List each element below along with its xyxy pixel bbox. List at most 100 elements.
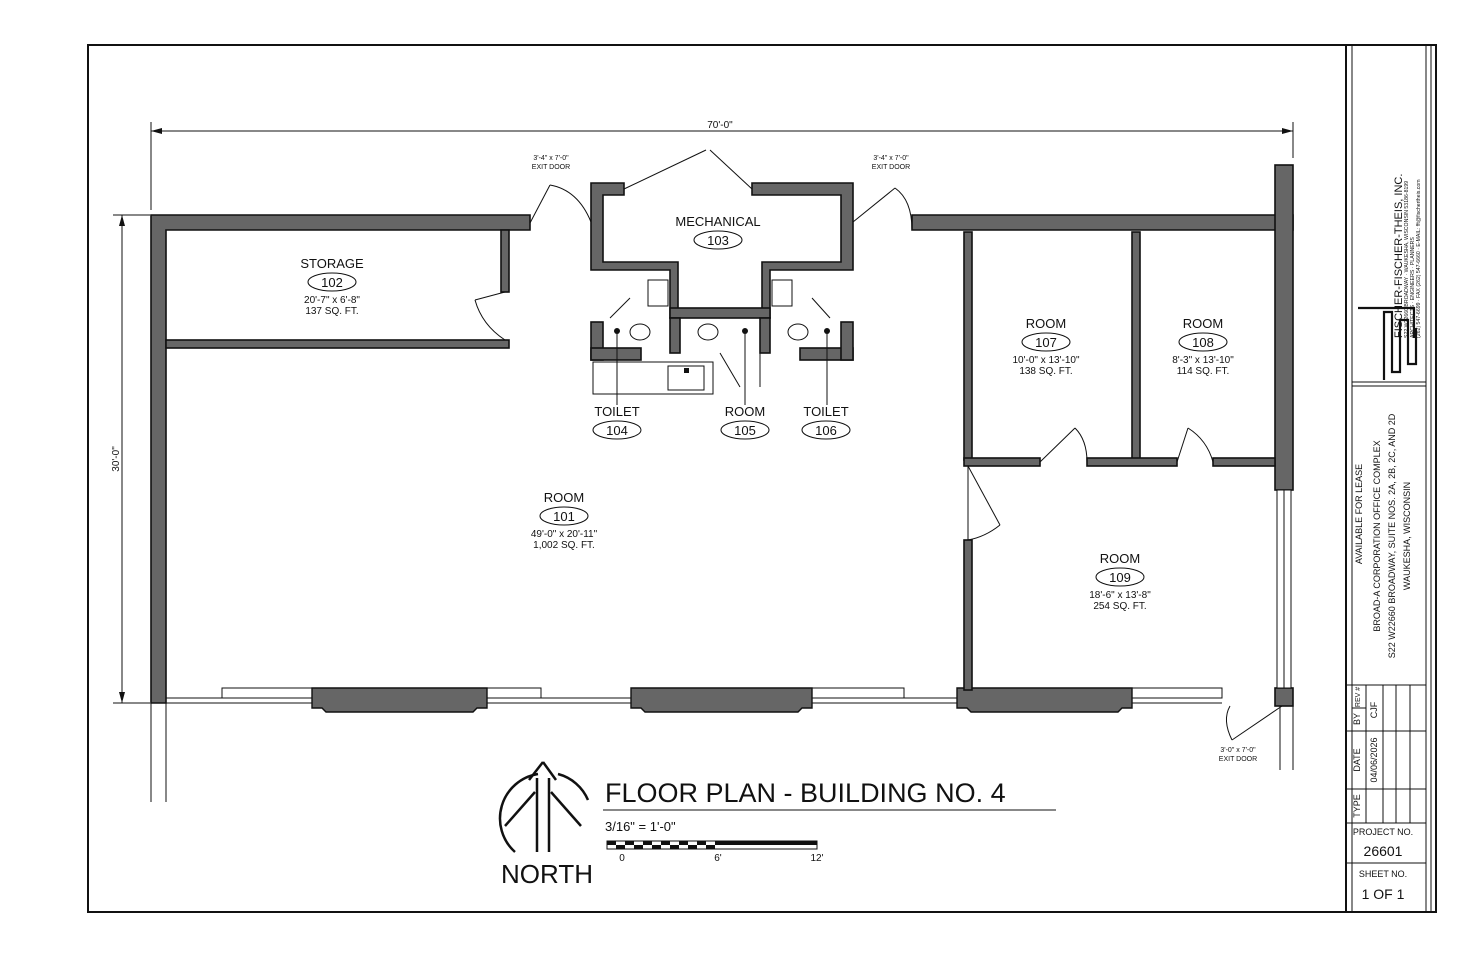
room-name: ROOM	[1100, 551, 1140, 566]
firm-roles: ARCHITECTS · ENGINEERS · PLANNERS	[1410, 237, 1416, 338]
room-number: 104	[606, 423, 628, 438]
rev-header-rev: REV #	[1355, 687, 1362, 707]
room-number-oval	[539, 506, 589, 526]
room-name: TOILET	[803, 404, 848, 419]
rev-date: 04/06/2026	[1369, 737, 1379, 782]
room-number-oval	[1021, 332, 1071, 352]
mechanical-double-door[interactable]	[623, 149, 753, 190]
depth-dimension-label: 30'-0"	[111, 446, 122, 472]
north-label: NORTH	[501, 859, 593, 889]
bottom-exit-size: 3'-0" x 7'-0"	[1220, 747, 1256, 754]
room-name: ROOM	[1183, 316, 1223, 331]
room-name: ROOM	[1026, 316, 1066, 331]
mechanical-core	[590, 182, 854, 361]
project-no: 26601	[1364, 843, 1403, 859]
room-size: 49'-0" x 20'-11"	[531, 529, 598, 540]
bottom-exit-label: EXIT DOOR	[1219, 756, 1257, 763]
rev-header-type: TYPE	[1352, 794, 1362, 818]
room-size: 20'-7" x 6'-8"	[304, 295, 360, 306]
room-tag-101: ROOM 101 49'-0" x 20'-11"1,002 SQ. FT.	[531, 490, 598, 551]
room-size: 8'-3" x 13'-10"	[1172, 355, 1234, 366]
scale-tick-6: 6'	[714, 853, 722, 864]
room-size: 18'-6" x 13'-8"	[1089, 590, 1151, 601]
plan-scale: 3/16" = 1'-0"	[605, 819, 676, 834]
width-dimension: 70'-0"	[150, 120, 1294, 210]
firm-name: FISCHER-FISCHER-THEIS, INC.	[1393, 174, 1405, 338]
scale-tick-0: 0	[619, 853, 625, 864]
room-tag-109: ROOM 109 18'-6" x 13'-8"254 SQ. FT.	[1089, 551, 1151, 612]
room-name: ROOM	[725, 404, 765, 419]
project-no-label: PROJECT NO.	[1353, 827, 1413, 837]
room-number-oval	[720, 420, 770, 440]
south-storefront	[166, 687, 1223, 713]
room-number: 109	[1109, 570, 1131, 585]
room-size: 10'-0" x 13'-10"	[1012, 355, 1080, 366]
sheet-no-label: SHEET NO.	[1359, 869, 1407, 879]
room-tag-108: ROOM 108 8'-3" x 13'-10"114 SQ. FT.	[1172, 316, 1234, 377]
firm-logo	[1358, 306, 1418, 380]
room-area: 138 SQ. FT.	[1019, 366, 1072, 377]
room-number-oval	[693, 230, 743, 250]
project-line-2: BROAD-A CORPORATION OFFICE COMPLEX	[1372, 440, 1382, 631]
room-number-oval	[1095, 567, 1145, 587]
sheet-no: 1 OF 1	[1362, 886, 1405, 902]
room-tags: STORAGE 102 20'-7" x 6'-8"137 SQ. FT. MECHA…	[300, 214, 1234, 612]
left-exit-label: EXIT DOOR	[532, 164, 570, 171]
room-tag-102: STORAGE 102 20'-7" x 6'-8"137 SQ. FT.	[300, 256, 364, 317]
room-number: 105	[734, 423, 756, 438]
room-area: 254 SQ. FT.	[1093, 601, 1146, 612]
room-number: 108	[1192, 335, 1214, 350]
room-tag-105: ROOM 105	[720, 404, 770, 440]
room-tag-106: TOILET 106	[801, 404, 851, 440]
room-name: ROOM	[544, 490, 584, 505]
right-exit-label: EXIT DOOR	[872, 164, 910, 171]
plan-title: FLOOR PLAN - BUILDING NO. 4	[605, 778, 1006, 808]
room-number-oval	[307, 272, 357, 292]
room-area: 137 SQ. FT.	[305, 306, 358, 317]
firm-address: S22 W22660 BROADWAY · WAUKESHA, WISCONSI…	[1404, 181, 1410, 338]
room-name: STORAGE	[300, 256, 364, 271]
room-number: 101	[553, 509, 575, 524]
rev-header-by: BY	[1352, 713, 1362, 725]
storage-door[interactable]	[474, 291, 506, 341]
east-storefront	[1276, 489, 1292, 689]
room-tag-103: MECHANICAL 103	[675, 214, 761, 250]
right-exit-size: 3'-4" x 7'-0"	[873, 155, 909, 162]
room-tag-104: TOILET 104	[592, 404, 642, 440]
exterior-walls	[150, 164, 1294, 802]
room-number: 107	[1035, 335, 1057, 350]
room-number: 106	[815, 423, 837, 438]
room-number-oval	[1178, 332, 1228, 352]
east-partitions	[963, 231, 1283, 741]
room-name: MECHANICAL	[675, 214, 760, 229]
width-dimension-label: 70'-0"	[707, 120, 733, 131]
left-exit-size: 3'-4" x 7'-0"	[533, 155, 569, 162]
room-tag-107: ROOM 107 10'-0" x 13'-10"138 SQ. FT.	[1012, 316, 1080, 377]
firm-block: FISCHER-FISCHER-THEIS, INC. ARCHITECTS ·…	[1358, 174, 1422, 380]
north-arrow: NORTH	[498, 761, 593, 889]
storage-wall	[165, 339, 510, 349]
rev-by: CJF	[1369, 701, 1379, 718]
plumbing-fixtures	[592, 279, 831, 395]
right-exit-door[interactable]	[852, 187, 913, 231]
firm-contact: (262) 547-6699 · FAX (262) 547-6660 · E-…	[1416, 179, 1422, 338]
room-number-oval	[801, 420, 851, 440]
leader-lines	[614, 328, 830, 405]
room-area: 1,002 SQ. FT.	[533, 540, 595, 551]
project-line-3: S22 W22660 BROADWAY, SUITE NOS. 2A, 2B, …	[1387, 413, 1397, 658]
room-area: 114 SQ. FT.	[1177, 366, 1230, 377]
left-exit-door[interactable]	[529, 184, 592, 224]
project-line-4: WAUKESHA, WISCONSIN	[1402, 482, 1412, 590]
revision-table: TYPE DATE BY REV # 04/06/2026 CJF	[1345, 684, 1427, 824]
graphic-scale: 0 6' 12'	[606, 840, 824, 864]
rev-header-date: DATE	[1352, 748, 1362, 771]
sheet-border	[87, 44, 1437, 913]
room-number-oval	[592, 420, 642, 440]
room-number: 103	[707, 233, 729, 248]
room-name: TOILET	[594, 404, 639, 419]
project-line-1: AVAILABLE FOR LEASE	[1354, 464, 1364, 564]
scale-tick-12: 12'	[810, 853, 823, 864]
room-number: 102	[321, 275, 343, 290]
depth-dimension: 30'-0"	[111, 214, 150, 704]
